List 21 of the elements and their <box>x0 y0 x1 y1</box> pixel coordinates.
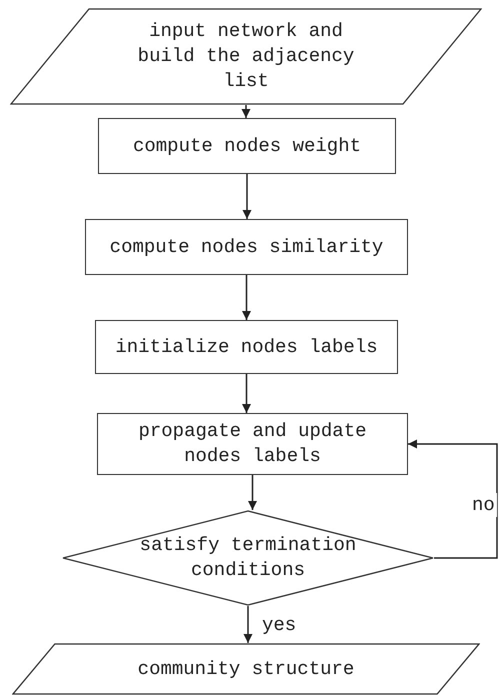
node-text: community structure <box>138 656 354 682</box>
io-parallelogram <box>10 8 482 105</box>
process-box <box>97 413 408 475</box>
decision-diamond <box>62 510 434 606</box>
arrow <box>242 174 252 219</box>
node-text: compute nodes similarity <box>110 234 384 260</box>
arrow <box>242 275 251 320</box>
arrow <box>408 440 498 559</box>
arrow <box>242 105 250 118</box>
arrow <box>248 475 257 510</box>
process-box <box>85 219 408 275</box>
io-parallelogram <box>12 643 480 695</box>
process-box <box>98 118 396 174</box>
arrow <box>244 606 252 643</box>
node-text: compute nodes weight <box>132 134 362 158</box>
node-text: initialize nodes labels <box>115 334 378 360</box>
node-text: satisfy termination conditions <box>138 533 358 583</box>
process-box <box>95 320 398 374</box>
node-text: propagate and update nodes labels <box>137 419 368 469</box>
node-text: input network and build the adjacency list <box>136 19 356 94</box>
arrow <box>242 374 251 413</box>
